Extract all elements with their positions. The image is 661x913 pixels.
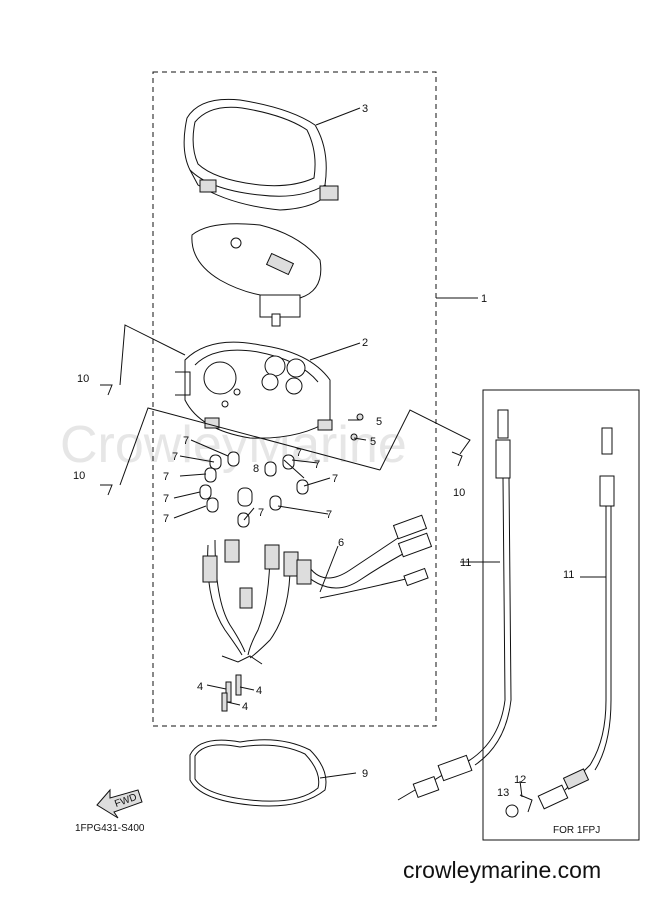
- callout-7g: 7: [314, 459, 320, 471]
- callout-7b: 7: [172, 451, 178, 463]
- callout-10a: 10: [77, 373, 89, 385]
- bulbs: [199, 451, 309, 528]
- callout-13: 13: [497, 787, 509, 799]
- fwd-arrow-icon: [96, 788, 143, 819]
- variant-cable: [505, 427, 615, 818]
- callout-4b: 4: [256, 685, 262, 697]
- callout-1: 1: [481, 293, 487, 305]
- callout-7h: 7: [332, 473, 338, 485]
- variant-box: [482, 389, 640, 841]
- callout-7i: 7: [258, 507, 264, 519]
- callout-4c: 4: [242, 701, 248, 713]
- callout-7j: 7: [326, 509, 332, 521]
- screws: [100, 384, 463, 712]
- callout-9: 9: [362, 768, 368, 780]
- callout-6: 6: [338, 537, 344, 549]
- callout-5b: 5: [370, 436, 376, 448]
- callout-7d: 7: [163, 493, 169, 505]
- leader-lines: [119, 107, 606, 798]
- callout-7a: 7: [183, 435, 189, 447]
- callout-7c: 7: [163, 471, 169, 483]
- meter-case: [175, 341, 333, 439]
- dial-plate: [191, 223, 322, 327]
- callout-2: 2: [362, 337, 368, 349]
- callout-11b: 11: [563, 569, 574, 581]
- gasket: [189, 739, 327, 807]
- callout-5a: 5: [376, 416, 382, 428]
- callout-8: 8: [253, 463, 259, 475]
- callout-10b: 10: [73, 470, 85, 482]
- callout-7e: 7: [163, 513, 169, 525]
- wire-harness: [202, 514, 433, 665]
- callout-12: 12: [514, 774, 526, 786]
- callout-3: 3: [362, 103, 368, 115]
- speedometer-cable: [397, 409, 512, 801]
- callout-10c: 10: [453, 487, 465, 499]
- callout-7f: 7: [296, 447, 302, 459]
- callout-4a: 4: [197, 681, 203, 693]
- diagram-code: 1FPG431-S400: [75, 823, 145, 834]
- meter-cover: [183, 98, 339, 211]
- callout-11a: 11: [460, 557, 471, 569]
- variant-box-label: FOR 1FPJ: [553, 825, 600, 836]
- site-label: crowleymarine.com: [403, 857, 601, 883]
